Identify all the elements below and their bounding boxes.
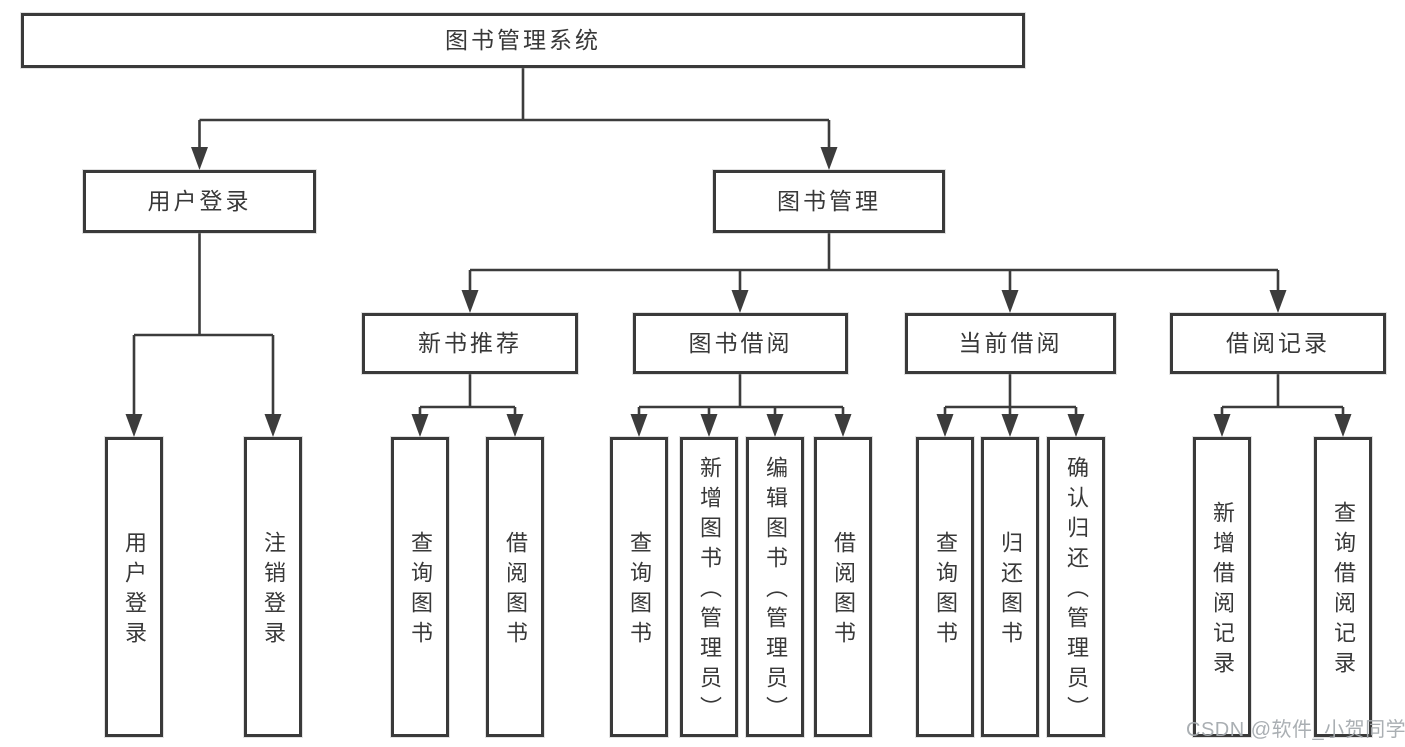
leaf-logout-label: 注销登录 [261, 531, 286, 651]
leaf-edit-book-admin-label: 编辑图书（管理员） [763, 456, 788, 726]
connector-new-rec [418, 374, 517, 421]
arrow-down-icon [191, 147, 208, 170]
arrow-down-icon [731, 290, 749, 313]
connector-book-mgmt [468, 233, 1280, 297]
leaf-rec-query-books: 查询图书 [391, 437, 449, 737]
arrow-down-icon [1334, 414, 1352, 437]
node-book-mgmt-label: 图书管理 [777, 188, 881, 214]
node-borrow-records: 借阅记录 [1170, 313, 1386, 374]
leaf-cur-query-books-label: 查询图书 [933, 531, 958, 651]
node-user-login-label: 用户登录 [147, 188, 252, 214]
arrow-down-icon [264, 414, 282, 437]
leaf-edit-book-admin: 编辑图书（管理员） [746, 437, 804, 737]
leaf-query-borrow-record-label: 查询借阅记录 [1331, 501, 1356, 681]
arrow-down-icon [766, 414, 784, 437]
leaf-bor-borrow-books: 借阅图书 [814, 437, 872, 737]
leaf-cur-query-books: 查询图书 [916, 437, 974, 737]
leaf-return-book: 归还图书 [981, 437, 1039, 737]
connector-user-login [132, 233, 275, 421]
arrow-down-icon [506, 414, 524, 437]
leaf-query-borrow-record: 查询借阅记录 [1314, 437, 1372, 737]
node-root: 图书管理系统 [21, 13, 1025, 68]
node-root-label: 图书管理系统 [445, 27, 601, 53]
node-book-borrow-label: 图书借阅 [688, 330, 793, 356]
arrow-down-icon [1001, 290, 1019, 313]
arrow-down-icon [1269, 290, 1287, 313]
leaf-confirm-return-admin-label: 确认归还（管理员） [1064, 456, 1089, 726]
leaf-add-book-admin: 新增图书（管理员） [680, 437, 738, 737]
connector-root [198, 68, 831, 154]
leaf-user-login: 用户登录 [105, 437, 163, 737]
leaf-rec-query-books-label: 查询图书 [408, 531, 433, 651]
arrow-down-icon [936, 414, 954, 437]
csdn-watermark: CSDN @软件_小贺同学 [1186, 719, 1405, 741]
arrow-down-icon [411, 414, 429, 437]
leaf-confirm-return-admin: 确认归还（管理员） [1047, 437, 1105, 737]
node-book-mgmt: 图书管理 [713, 170, 945, 233]
arrow-down-icon [1001, 414, 1019, 437]
leaf-add-book-admin-label: 新增图书（管理员） [697, 456, 722, 726]
leaf-bor-query-books-label: 查询图书 [627, 531, 652, 651]
connector-borrow [637, 374, 845, 421]
node-new-book-rec-label: 新书推荐 [418, 330, 522, 356]
arrow-down-icon [700, 414, 718, 437]
arrow-down-icon [1213, 414, 1231, 437]
arrow-down-icon [1067, 414, 1085, 437]
node-current-borrow-label: 当前借阅 [958, 330, 1063, 356]
leaf-rec-borrow-books-label: 借阅图书 [503, 531, 528, 651]
leaf-logout: 注销登录 [244, 437, 302, 737]
node-current-borrow: 当前借阅 [905, 313, 1116, 374]
arrow-down-icon [630, 414, 648, 437]
connector-records [1220, 374, 1345, 421]
leaf-return-book-label: 归还图书 [998, 531, 1023, 651]
leaf-rec-borrow-books: 借阅图书 [486, 437, 544, 737]
leaf-user-login-label: 用户登录 [122, 531, 147, 651]
leaf-add-borrow-record: 新增借阅记录 [1193, 437, 1251, 737]
arrowheads [125, 147, 1352, 437]
node-user-login: 用户登录 [83, 170, 316, 233]
leaf-bor-query-books: 查询图书 [610, 437, 668, 737]
node-new-book-rec: 新书推荐 [362, 313, 578, 374]
leaf-bor-borrow-books-label: 借阅图书 [831, 531, 856, 651]
node-borrow-records-label: 借阅记录 [1226, 330, 1330, 356]
node-book-borrow: 图书借阅 [633, 313, 848, 374]
arrow-down-icon [834, 414, 852, 437]
leaf-add-borrow-record-label: 新增借阅记录 [1210, 501, 1235, 681]
connector-current [943, 374, 1078, 421]
arrow-down-icon [820, 147, 838, 170]
arrow-down-icon [125, 414, 143, 437]
arrow-down-icon [461, 290, 479, 313]
